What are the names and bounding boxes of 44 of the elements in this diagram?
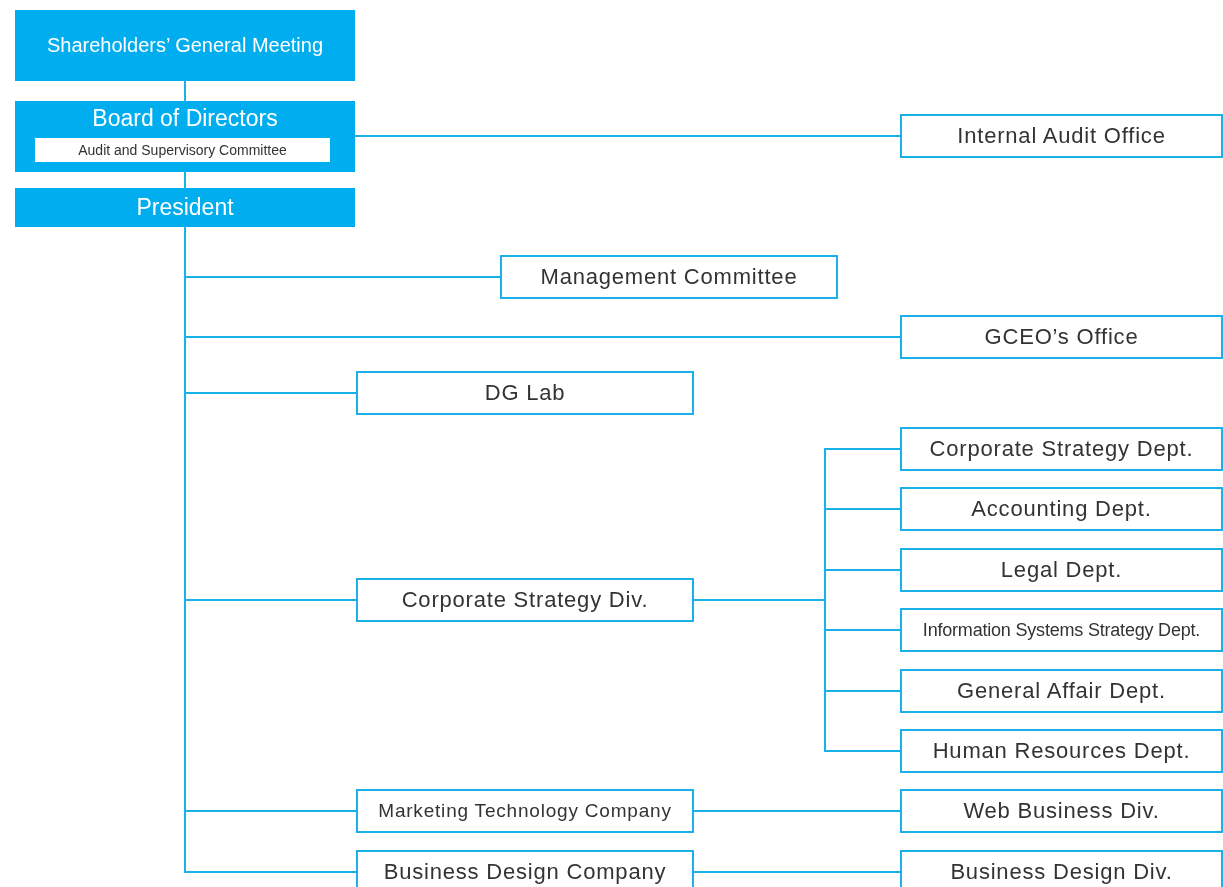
node-label: Internal Audit Office	[957, 123, 1166, 149]
node-label: Business Design Div.	[950, 859, 1173, 885]
connector-line	[693, 871, 901, 873]
node-label: GCEO’s Office	[984, 324, 1139, 350]
org-box	[356, 789, 694, 833]
node-label: Accounting Dept.	[971, 496, 1152, 522]
node-label: Audit and Supervisory Committee	[78, 142, 287, 158]
connector-line	[184, 171, 186, 189]
org-box	[900, 669, 1223, 713]
org-box	[15, 10, 355, 81]
committee-box	[35, 138, 330, 162]
org-box	[356, 578, 694, 622]
org-box	[900, 729, 1223, 773]
org-box	[356, 850, 694, 887]
org-box	[900, 548, 1223, 592]
org-box	[900, 850, 1223, 887]
node-label: General Affair Dept.	[957, 678, 1166, 704]
node-label: Legal Dept.	[1000, 557, 1123, 583]
connector-line	[354, 135, 901, 137]
node-label: Corporate Strategy Div.	[401, 587, 649, 613]
org-box	[500, 255, 838, 299]
org-box	[15, 188, 355, 227]
org-box	[356, 371, 694, 415]
node-label: DG Lab	[484, 380, 566, 406]
node-label: Information Systems Strategy Dept.	[922, 619, 1201, 641]
connector-line	[693, 599, 901, 752]
org-box	[900, 789, 1223, 833]
node-label: Corporate Strategy Dept.	[929, 436, 1194, 462]
node-label: Management Committee	[540, 264, 798, 290]
node-label: Web Business Div.	[963, 798, 1160, 824]
node-label: Shareholders’ General Meeting	[46, 34, 324, 57]
node-label: Human Resources Dept.	[932, 738, 1191, 764]
org-box	[900, 315, 1223, 359]
org-box	[15, 101, 355, 172]
node-label: Business Design Company	[383, 859, 667, 885]
connector-line	[184, 80, 186, 102]
org-box	[900, 608, 1223, 652]
node-label: Board of Directors	[92, 105, 278, 132]
org-box	[900, 114, 1223, 158]
connector-line	[693, 810, 901, 812]
org-box	[900, 487, 1223, 531]
node-label: President	[136, 194, 234, 221]
org-box	[900, 427, 1223, 471]
node-label: Marketing Technology Company	[378, 800, 672, 822]
